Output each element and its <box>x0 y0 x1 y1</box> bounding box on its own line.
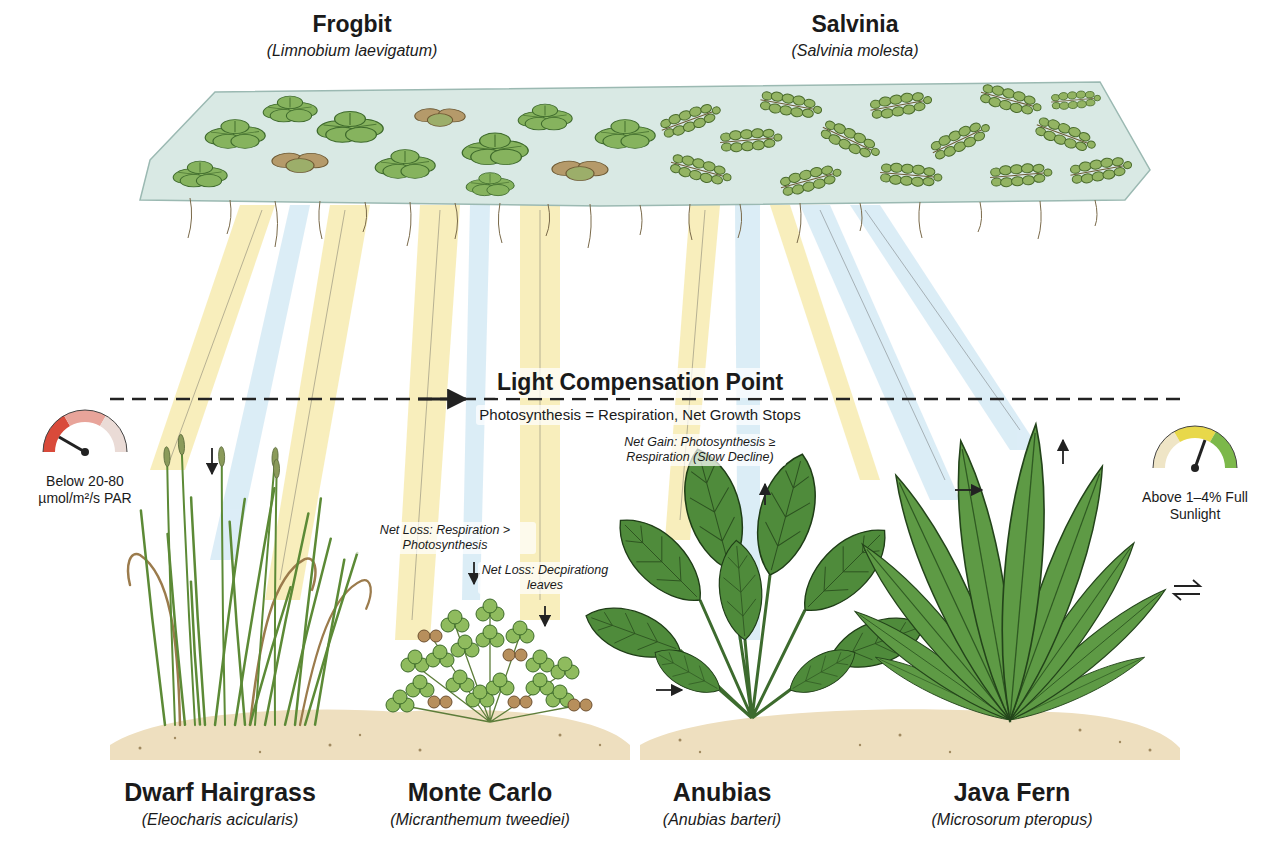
scientific-name: (Limnobium laevigatum) <box>264 40 441 61</box>
plant-name: Dwarf Hairgrass <box>121 776 319 808</box>
java-fern-plant <box>849 423 1174 730</box>
light-beams <box>150 205 1040 640</box>
floating-plant-mat <box>140 82 1150 248</box>
light-gauge <box>43 410 127 456</box>
direction-arrows <box>212 440 1200 690</box>
scientific-name: (Eleocharis acicularis) <box>139 809 302 830</box>
scientific-name: (Anubias barteri) <box>660 809 784 830</box>
anubias-plant <box>579 442 931 718</box>
gauge-label: Above 1–4% Full Sunlight <box>1133 488 1257 524</box>
plant-name: Salvinia <box>809 10 902 40</box>
callout-note: Net Loss: Decpirationg leaves <box>478 562 612 594</box>
section-heading: Light Compensation Point <box>494 368 786 398</box>
definition-text: Photosynthesis = Respiration, Net Growth… <box>476 405 803 425</box>
light-gauge <box>1153 426 1237 472</box>
plant-name: Monte Carlo <box>405 776 555 808</box>
callout-note: Net Loss: Respiration > Photosynthesis <box>355 522 536 554</box>
scientific-name: (Micranthemum tweediei) <box>387 809 573 830</box>
plant-name: Frogbit <box>309 10 394 40</box>
callout-note: Net Gain: Photosynthesis ≥ Respiration (… <box>615 434 786 466</box>
plant-name: Java Fern <box>951 776 1074 808</box>
scientific-name: (Salvinia molesta) <box>788 40 921 61</box>
plant-name: Anubias <box>670 776 775 808</box>
scientific-name: (Microsorum pteropus) <box>929 809 1096 830</box>
hairgrass-plant <box>128 434 373 733</box>
compensation-line <box>110 399 1180 400</box>
gauge-label: Below 20-80 µmol/m²/s PAR <box>26 472 144 508</box>
monte-carlo-plant <box>386 599 592 722</box>
